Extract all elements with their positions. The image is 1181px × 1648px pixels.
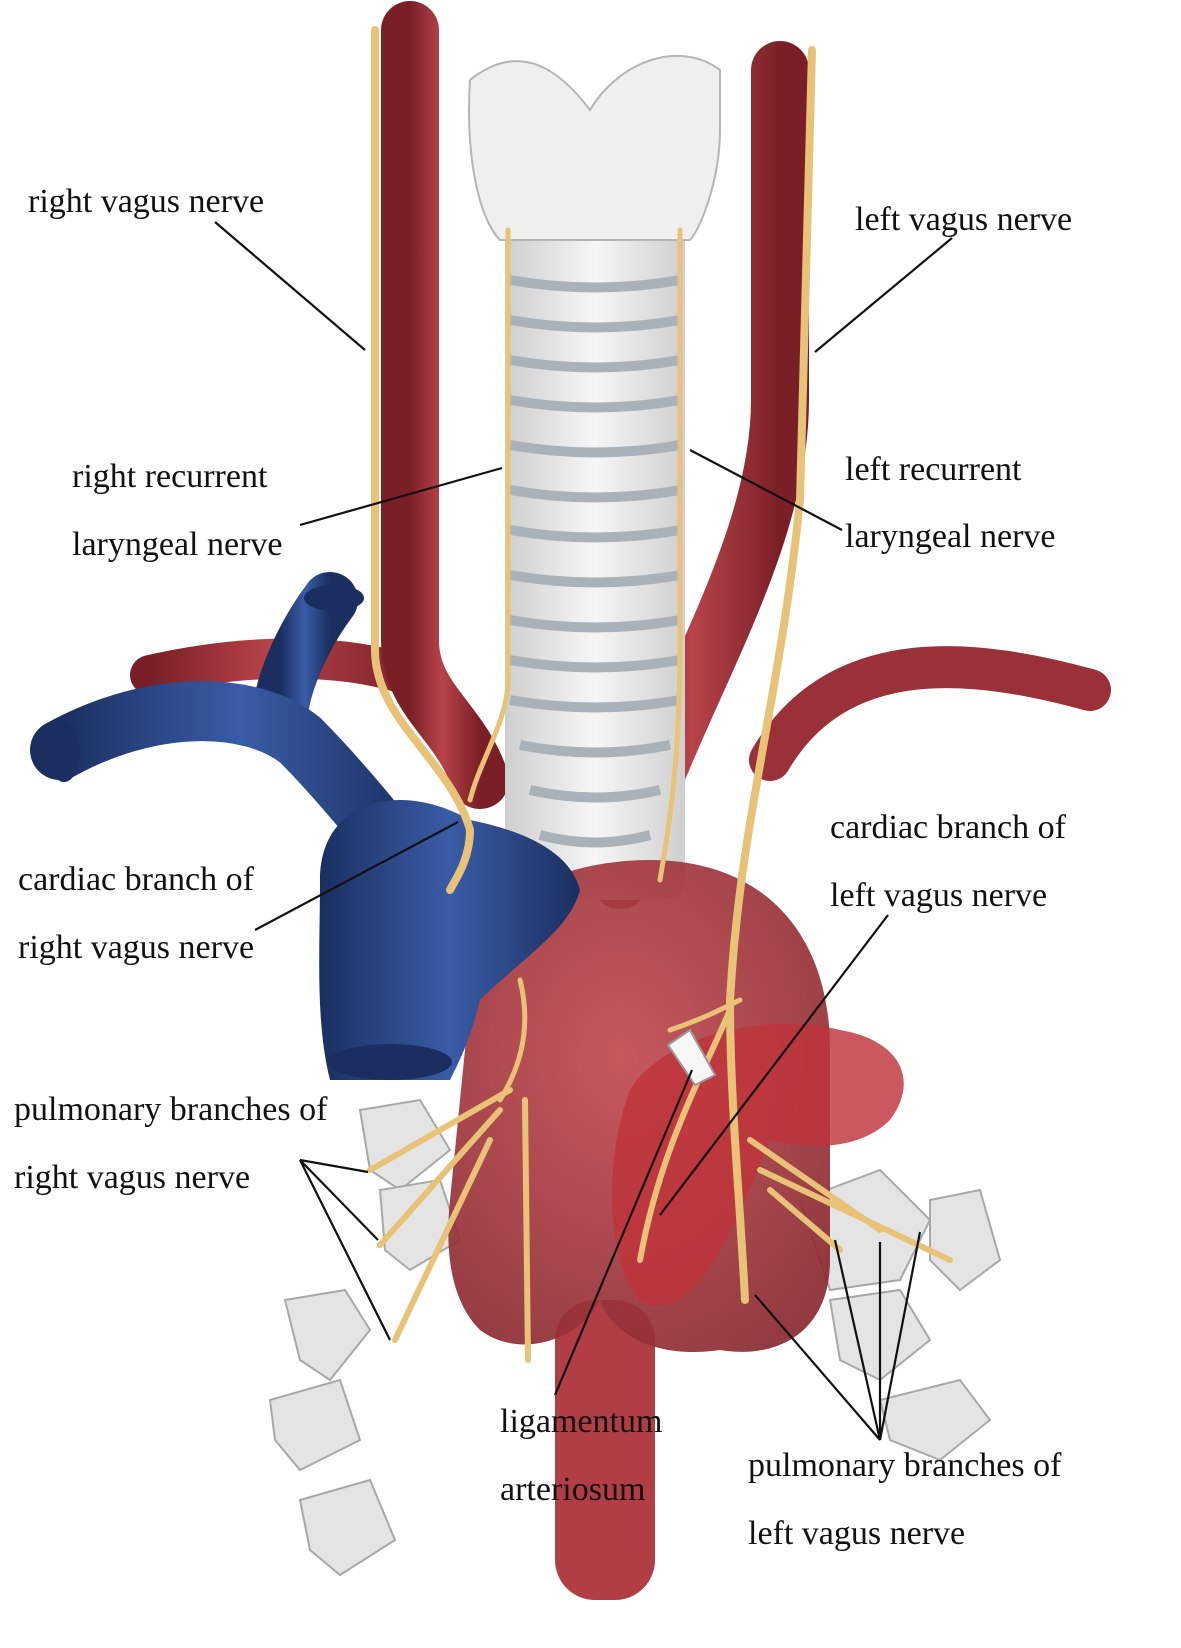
label-right-vagus-nerve: right vagus nerve [28, 183, 264, 220]
label-cardiac-right-line1: cardiac branch of [18, 861, 255, 898]
label-cardiac-right-line2: right vagus nerve [18, 929, 254, 966]
label-right-recurrent-line1: right recurrent [72, 458, 268, 495]
cardiac-branch-left-path [637, 1007, 733, 1263]
right-vagus-nerve-path [371, 26, 475, 894]
label-ligamentum-line2: arteriosum [500, 1471, 645, 1508]
tracheal-rings [509, 275, 681, 848]
labels: right vagus nerve left vagus nerve right… [14, 183, 1072, 1552]
label-pulmonary-left-line2: left vagus nerve [748, 1515, 965, 1552]
descending-aorta [555, 1300, 655, 1600]
label-right-recurrent-line2: laryngeal nerve [72, 526, 283, 563]
left-vagus-nerve-path [725, 46, 816, 1304]
label-pulmonary-right-line1: pulmonary branches of [14, 1091, 328, 1128]
label-cardiac-left-line1: cardiac branch of [830, 809, 1067, 846]
trachea [505, 210, 685, 900]
pulmonary-artery [611, 1023, 904, 1306]
label-left-vagus-nerve: left vagus nerve [855, 201, 1072, 238]
ligamentum-arteriosum-shape [666, 1028, 717, 1087]
thyroid-cartilage [468, 55, 721, 241]
leader-lines [214, 221, 953, 1441]
left-recurrent-laryngeal-path [657, 227, 683, 883]
nerves [367, 26, 953, 1363]
label-cardiac-left-line2: left vagus nerve [830, 877, 1047, 914]
right-common-carotid-artery [381, 1, 509, 809]
label-pulmonary-left-line1: pulmonary branches of [748, 1447, 1062, 1484]
label-left-recurrent-line2: laryngeal nerve [845, 518, 1056, 555]
right-recurrent-laryngeal-path [467, 227, 511, 803]
label-left-recurrent-line1: left recurrent [845, 451, 1022, 488]
superior-vena-cava [30, 572, 580, 1080]
label-pulmonary-right-line2: right vagus nerve [14, 1159, 250, 1196]
left-subclavian-artery [749, 646, 1111, 781]
cardiac-branch-right-path [497, 977, 528, 1103]
label-ligamentum-line1: ligamentum [500, 1403, 662, 1440]
